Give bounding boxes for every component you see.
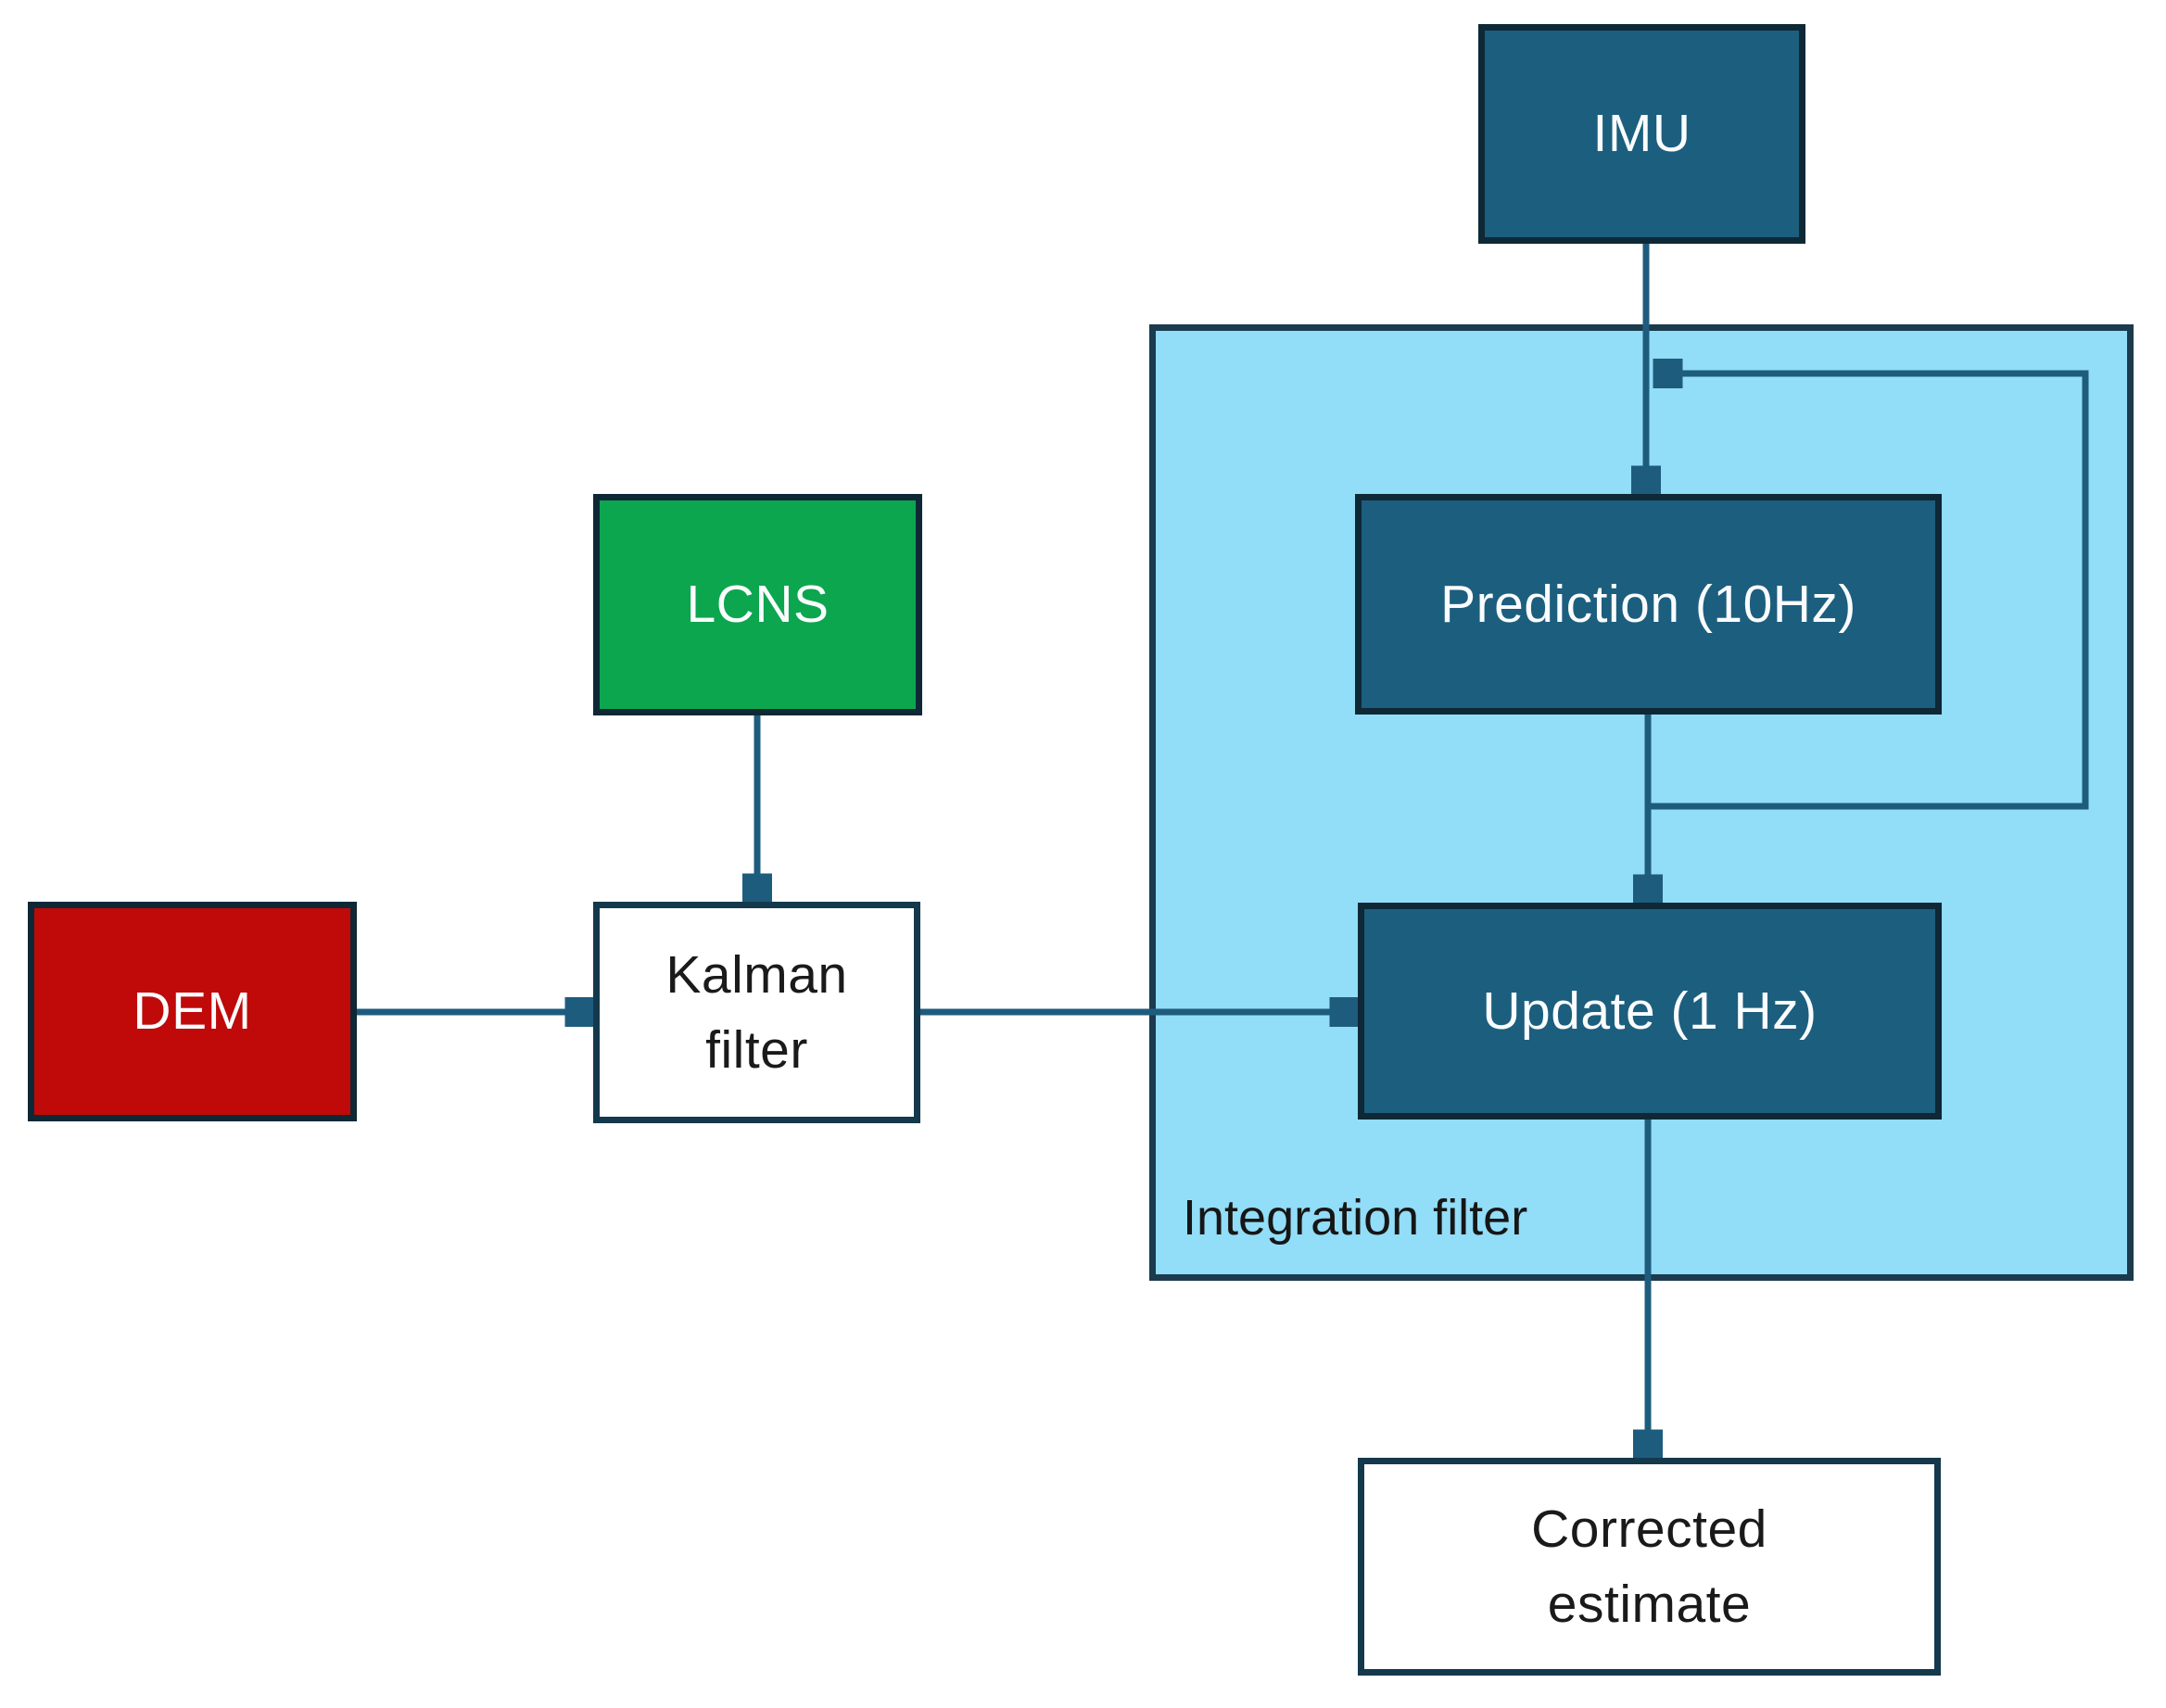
imu-node: IMU	[1478, 24, 1805, 244]
prediction-label: Prediction (10Hz)	[1440, 574, 1856, 634]
kalman-filter-label-line1: Kalman	[665, 944, 848, 1005]
update-node: Update (1 Hz)	[1358, 903, 1942, 1120]
dem-node: DEM	[28, 902, 357, 1121]
prediction-node: Prediction (10Hz)	[1355, 494, 1942, 715]
lcns-label: LCNS	[686, 575, 830, 635]
corrected-estimate-node: Corrected estimate	[1358, 1458, 1941, 1676]
integration-filter-container	[1149, 324, 2134, 1281]
imu-label: IMU	[1592, 104, 1691, 164]
dem-label: DEM	[133, 981, 252, 1042]
update-label: Update (1 Hz)	[1482, 981, 1818, 1041]
corrected-estimate-label-line1: Corrected	[1531, 1499, 1767, 1559]
lcns-node: LCNS	[593, 494, 922, 715]
integration-filter-label: Integration filter	[1183, 1190, 1528, 1246]
kalman-filter-node: Kalman filter	[593, 902, 920, 1123]
corrected-estimate-label-line2: estimate	[1547, 1574, 1752, 1634]
kalman-filter-label-line2: filter	[705, 1019, 808, 1080]
